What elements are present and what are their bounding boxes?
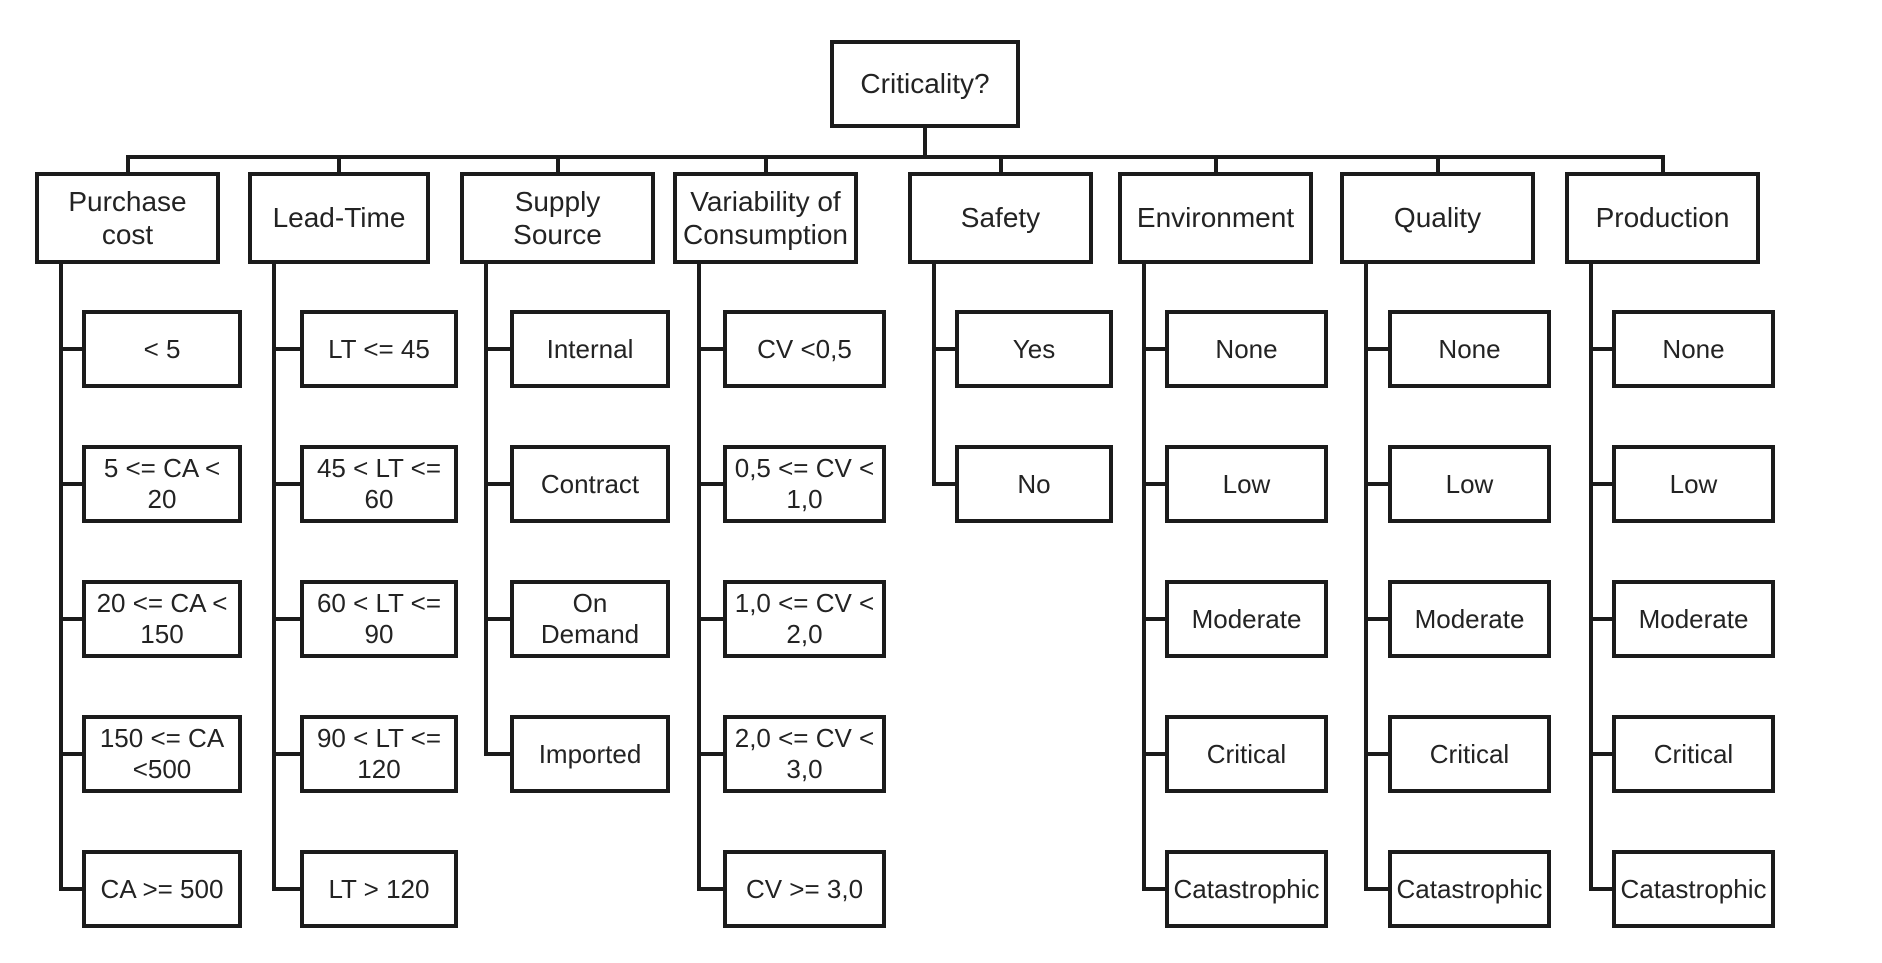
branch-stub-production [1661, 155, 1665, 176]
option-node-lead-time-1[interactable]: 45 < LT <= 60 [300, 445, 458, 523]
leaf-stub-purchase-cost-3 [59, 752, 86, 756]
leaf-stub-purchase-cost-0 [59, 347, 86, 351]
leaf-stub-lead-time-3 [272, 752, 304, 756]
option-node-supply-source-0[interactable]: Internal [510, 310, 670, 388]
leaf-stub-supply-source-1 [484, 482, 514, 486]
leaf-stub-environment-3 [1142, 752, 1169, 756]
leaf-stub-environment-4 [1142, 887, 1169, 891]
leaf-stub-supply-source-0 [484, 347, 514, 351]
option-node-quality-2[interactable]: Moderate [1388, 580, 1551, 658]
option-node-environment-3[interactable]: Critical [1165, 715, 1328, 793]
leaf-stub-variability-of-consumption-4 [697, 887, 727, 891]
option-node-purchase-cost-1[interactable]: 5 <= CA < 20 [82, 445, 242, 523]
leaf-stub-production-2 [1589, 617, 1616, 621]
branch-stub-quality [1436, 155, 1440, 176]
option-node-variability-of-consumption-0[interactable]: CV <0,5 [723, 310, 886, 388]
leaf-stub-purchase-cost-1 [59, 482, 86, 486]
option-node-supply-source-1[interactable]: Contract [510, 445, 670, 523]
category-node-purchase-cost[interactable]: Purchase cost [35, 172, 220, 264]
leaf-stub-lead-time-4 [272, 887, 304, 891]
leaf-stub-safety-1 [932, 482, 959, 486]
spine-environment [1142, 260, 1146, 891]
option-node-variability-of-consumption-1[interactable]: 0,5 <= CV < 1,0 [723, 445, 886, 523]
option-node-production-4[interactable]: Catastrophic [1612, 850, 1775, 928]
option-node-safety-1[interactable]: No [955, 445, 1113, 523]
option-node-production-0[interactable]: None [1612, 310, 1775, 388]
spine-supply-source [484, 260, 488, 756]
branch-stub-purchase-cost [126, 155, 130, 176]
leaf-stub-variability-of-consumption-1 [697, 482, 727, 486]
leaf-stub-quality-2 [1364, 617, 1392, 621]
branch-stub-variability-of-consumption [764, 155, 768, 176]
option-node-variability-of-consumption-4[interactable]: CV >= 3,0 [723, 850, 886, 928]
option-node-purchase-cost-2[interactable]: 20 <= CA < 150 [82, 580, 242, 658]
leaf-stub-quality-1 [1364, 482, 1392, 486]
leaf-stub-lead-time-2 [272, 617, 304, 621]
leaf-stub-production-1 [1589, 482, 1616, 486]
branch-stub-safety [999, 155, 1003, 176]
leaf-stub-supply-source-2 [484, 617, 514, 621]
leaf-stub-lead-time-0 [272, 347, 304, 351]
option-node-lead-time-0[interactable]: LT <= 45 [300, 310, 458, 388]
option-node-production-3[interactable]: Critical [1612, 715, 1775, 793]
leaf-stub-production-3 [1589, 752, 1616, 756]
option-node-variability-of-consumption-3[interactable]: 2,0 <= CV < 3,0 [723, 715, 886, 793]
spine-lead-time [272, 260, 276, 891]
option-node-purchase-cost-4[interactable]: CA >= 500 [82, 850, 242, 928]
leaf-stub-environment-1 [1142, 482, 1169, 486]
leaf-stub-production-0 [1589, 347, 1616, 351]
category-node-variability-of-consumption[interactable]: Variability of Consumption [673, 172, 858, 264]
leaf-stub-variability-of-consumption-0 [697, 347, 727, 351]
option-node-environment-4[interactable]: Catastrophic [1165, 850, 1328, 928]
option-node-environment-0[interactable]: None [1165, 310, 1328, 388]
option-node-quality-3[interactable]: Critical [1388, 715, 1551, 793]
category-node-supply-source[interactable]: Supply Source [460, 172, 655, 264]
spine-safety [932, 260, 936, 486]
leaf-stub-variability-of-consumption-3 [697, 752, 727, 756]
branch-stub-environment [1214, 155, 1218, 176]
option-node-lead-time-4[interactable]: LT > 120 [300, 850, 458, 928]
option-node-purchase-cost-0[interactable]: < 5 [82, 310, 242, 388]
leaf-stub-purchase-cost-2 [59, 617, 86, 621]
option-node-quality-1[interactable]: Low [1388, 445, 1551, 523]
spine-purchase-cost [59, 260, 63, 891]
category-node-environment[interactable]: Environment [1118, 172, 1313, 264]
leaf-stub-safety-0 [932, 347, 959, 351]
option-node-quality-0[interactable]: None [1388, 310, 1551, 388]
leaf-stub-production-4 [1589, 887, 1616, 891]
leaf-stub-environment-2 [1142, 617, 1169, 621]
category-node-quality[interactable]: Quality [1340, 172, 1535, 264]
leaf-stub-supply-source-3 [484, 752, 514, 756]
option-node-environment-2[interactable]: Moderate [1165, 580, 1328, 658]
branch-stub-supply-source [556, 155, 560, 176]
category-node-production[interactable]: Production [1565, 172, 1760, 264]
leaf-stub-variability-of-consumption-2 [697, 617, 727, 621]
category-node-safety[interactable]: Safety [908, 172, 1093, 264]
leaf-stub-lead-time-1 [272, 482, 304, 486]
option-node-supply-source-3[interactable]: Imported [510, 715, 670, 793]
leaf-stub-quality-3 [1364, 752, 1392, 756]
leaf-stub-environment-0 [1142, 347, 1169, 351]
distribution-bus [126, 155, 1665, 159]
leaf-stub-quality-4 [1364, 887, 1392, 891]
spine-production [1589, 260, 1593, 891]
branch-stub-lead-time [337, 155, 341, 176]
option-node-variability-of-consumption-2[interactable]: 1,0 <= CV < 2,0 [723, 580, 886, 658]
leaf-stub-purchase-cost-4 [59, 887, 86, 891]
spine-variability-of-consumption [697, 260, 701, 891]
option-node-purchase-cost-3[interactable]: 150 <= CA <500 [82, 715, 242, 793]
option-node-quality-4[interactable]: Catastrophic [1388, 850, 1551, 928]
option-node-safety-0[interactable]: Yes [955, 310, 1113, 388]
option-node-lead-time-3[interactable]: 90 < LT <= 120 [300, 715, 458, 793]
root-stem [923, 124, 927, 155]
root-node-criticality: Criticality? [830, 40, 1020, 128]
option-node-production-1[interactable]: Low [1612, 445, 1775, 523]
spine-quality [1364, 260, 1368, 891]
option-node-production-2[interactable]: Moderate [1612, 580, 1775, 658]
leaf-stub-quality-0 [1364, 347, 1392, 351]
option-node-environment-1[interactable]: Low [1165, 445, 1328, 523]
category-node-lead-time[interactable]: Lead-Time [248, 172, 430, 264]
option-node-supply-source-2[interactable]: On Demand [510, 580, 670, 658]
option-node-lead-time-2[interactable]: 60 < LT <= 90 [300, 580, 458, 658]
